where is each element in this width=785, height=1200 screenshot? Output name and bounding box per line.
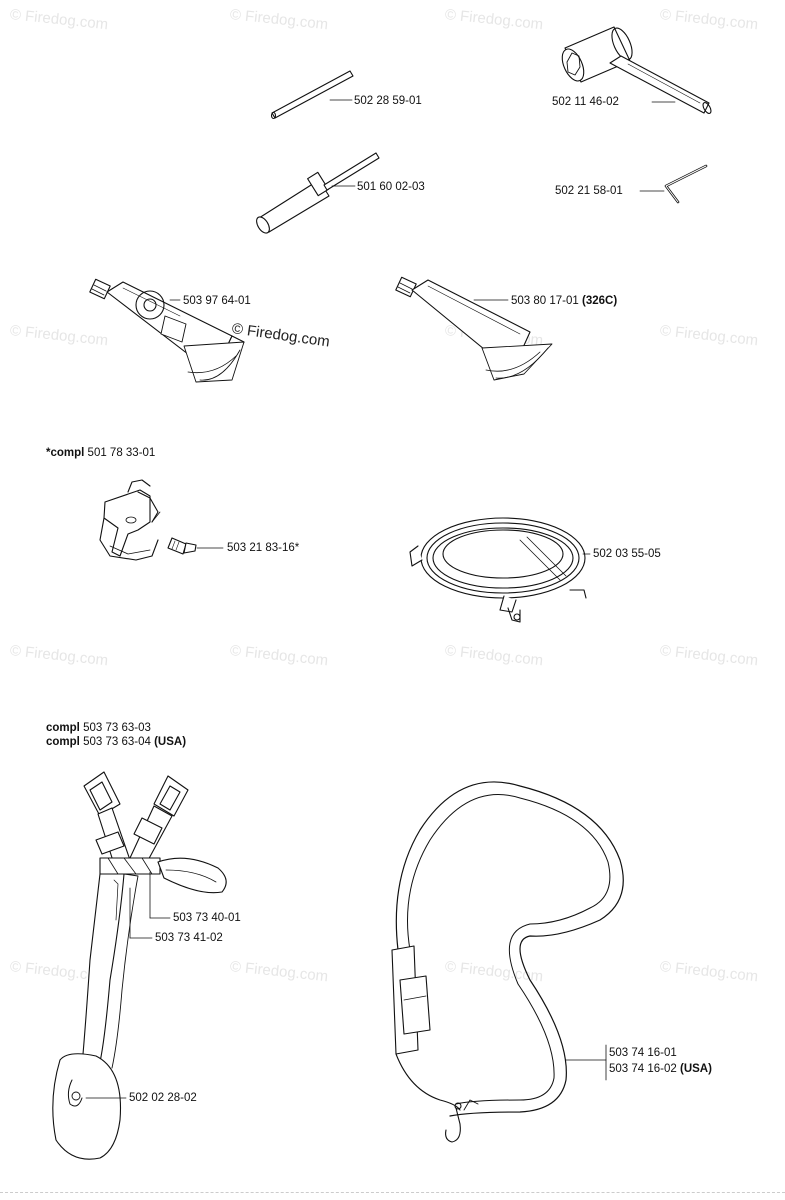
part-number-label: 503 97 64-01 bbox=[183, 295, 251, 307]
bottom-divider bbox=[0, 1192, 785, 1193]
part-number: 503 74 16-02 bbox=[609, 1063, 677, 1075]
kit-prefix: *compl bbox=[46, 447, 85, 459]
hex-key-drawing bbox=[639, 164, 708, 204]
part-number-label: 502 28 59-01 bbox=[354, 95, 422, 107]
shoulder-strap-drawing bbox=[391, 781, 624, 1143]
part-number-label: 503 74 16-01 bbox=[609, 1047, 677, 1059]
part-number-label: 503 80 17-01 (326C) bbox=[511, 294, 617, 308]
part-number-label: 503 74 16-02 (USA) bbox=[609, 1062, 712, 1076]
guard-ring-drawing bbox=[409, 517, 591, 623]
part-number-label: 503 21 83-16* bbox=[227, 542, 300, 554]
rod-drawing bbox=[270, 70, 354, 120]
clamp-drawing bbox=[99, 479, 224, 561]
kit-label: compl 503 73 63-03 bbox=[46, 721, 151, 735]
harness-drawing bbox=[52, 771, 227, 1160]
grease-tube-drawing bbox=[89, 278, 245, 383]
kit-number: 503 73 63-03 bbox=[83, 722, 151, 734]
model-note: (USA) bbox=[154, 736, 187, 748]
kit-number: 501 78 33-01 bbox=[87, 447, 156, 459]
part-number-label: 502 11 46-02 bbox=[552, 96, 619, 108]
rod-collar-drawing bbox=[256, 152, 380, 234]
kit-label: *compl 501 78 33-01 bbox=[46, 446, 155, 460]
kit-label: compl 503 73 63-04 (USA) bbox=[46, 735, 186, 749]
part-number-label: 502 21 58-01 bbox=[555, 185, 623, 197]
part-number-label: 501 60 02-03 bbox=[357, 181, 425, 193]
kit-prefix: compl bbox=[46, 722, 80, 734]
grease-tube-2-drawing bbox=[395, 276, 553, 381]
part-number: 503 80 17-01 bbox=[511, 295, 579, 307]
model-note: (USA) bbox=[680, 1063, 712, 1075]
part-number-label: 502 03 55-05 bbox=[593, 548, 661, 560]
kit-prefix: compl bbox=[46, 736, 80, 748]
part-number-label: 502 02 28-02 bbox=[129, 1092, 197, 1104]
kit-number: 503 73 63-04 bbox=[83, 736, 151, 748]
socket-wrench-drawing bbox=[561, 26, 712, 114]
part-number-label: 503 73 40-01 bbox=[173, 912, 241, 924]
part-number-label: 503 73 41-02 bbox=[155, 932, 223, 944]
model-note: (326C) bbox=[582, 295, 618, 307]
